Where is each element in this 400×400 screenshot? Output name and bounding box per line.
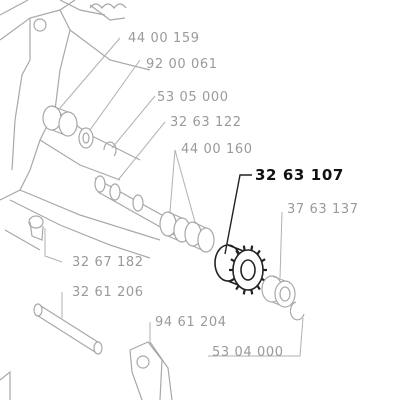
part-clip-upper — [103, 141, 117, 157]
leader-lines — [44, 37, 304, 357]
part-label-32-67-182: 32 67 182 — [72, 255, 144, 270]
part-clip-right — [289, 301, 305, 321]
part-lever — [129, 341, 173, 400]
part-bushing-right — [184, 221, 215, 253]
part-washer — [78, 127, 94, 149]
part-labels: 44 00 159 92 00 061 53 05 000 32 63 122 … — [72, 31, 359, 360]
part-label-94-61-204: 94 61 204 — [155, 315, 227, 330]
part-sleeve-right — [261, 275, 296, 308]
part-pin — [28, 215, 44, 241]
part-sleeve-upper — [42, 105, 78, 137]
gear-highlighted — [214, 244, 267, 295]
part-long-pin — [33, 303, 103, 355]
part-label-37-63-137: 37 63 137 — [287, 202, 359, 217]
part-label-44-00-160: 44 00 160 — [181, 142, 253, 157]
part-label-44-00-159: 44 00 159 — [128, 31, 200, 46]
part-label-32-63-122: 32 63 122 — [170, 115, 242, 130]
part-label-53-05-000: 53 05 000 — [157, 90, 229, 105]
part-label-53-04-000: 53 04 000 — [212, 345, 284, 360]
part-label-92-00-061: 92 00 061 — [146, 57, 218, 72]
part-label-32-63-107: 32 63 107 — [255, 166, 344, 184]
spring-part — [89, 3, 127, 9]
part-label-32-61-206: 32 61 206 — [72, 285, 144, 300]
